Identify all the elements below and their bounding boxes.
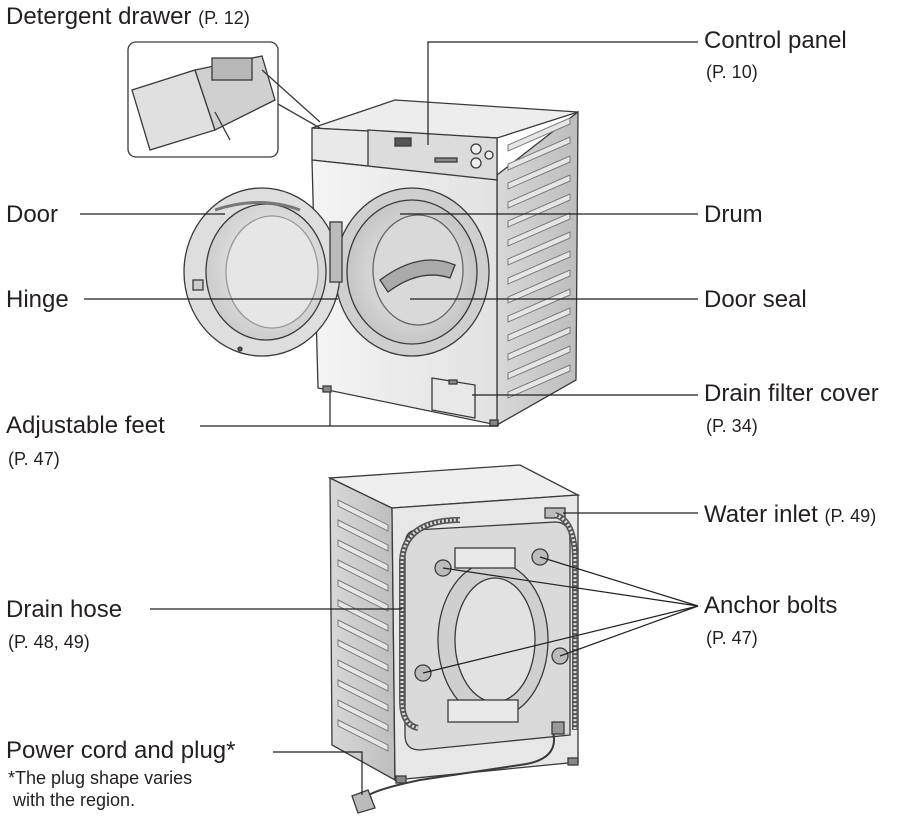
drum-label: Drum [704,201,763,228]
adjustable-feet-label: Adjustable feet [6,412,165,439]
leader-lines [80,41,699,795]
detergent-drawer-inset [127,41,321,158]
front-machine [183,99,579,427]
anchor-bolts-label: Anchor bolts [704,592,838,619]
anchor-bolts-ref: (P. 47) [706,628,758,648]
adjustable-feet-ref: (P. 47) [8,449,60,469]
rear-machine [327,464,581,814]
detergent-drawer-label: Detergent drawer (P. 12) [6,4,250,31]
detergent-drawer-text: Detergent drawer [6,3,192,30]
water-inlet-text: Water inlet [704,501,818,528]
control-panel-ref: (P. 10) [706,62,758,82]
drain-hose-ref: (P. 48, 49) [8,632,90,652]
door-seal-label: Door seal [704,286,807,313]
control-panel-label: Control panel [704,27,847,54]
power-cord-note: *The plug shape varies with the region. [8,768,193,810]
detergent-drawer-ref: (P. 12) [198,8,250,28]
power-cord-label: Power cord and plug* [6,737,236,764]
water-inlet-label: Water inlet (P. 49) [704,502,876,529]
hinge-label: Hinge [6,286,69,313]
door-label: Door [6,201,59,228]
water-inlet-ref: (P. 49) [824,506,877,526]
drain-hose-label: Drain hose [6,596,123,623]
drain-filter-cover-label: Drain filter cover [704,380,879,407]
drain-filter-cover-ref: (P. 34) [706,416,758,436]
